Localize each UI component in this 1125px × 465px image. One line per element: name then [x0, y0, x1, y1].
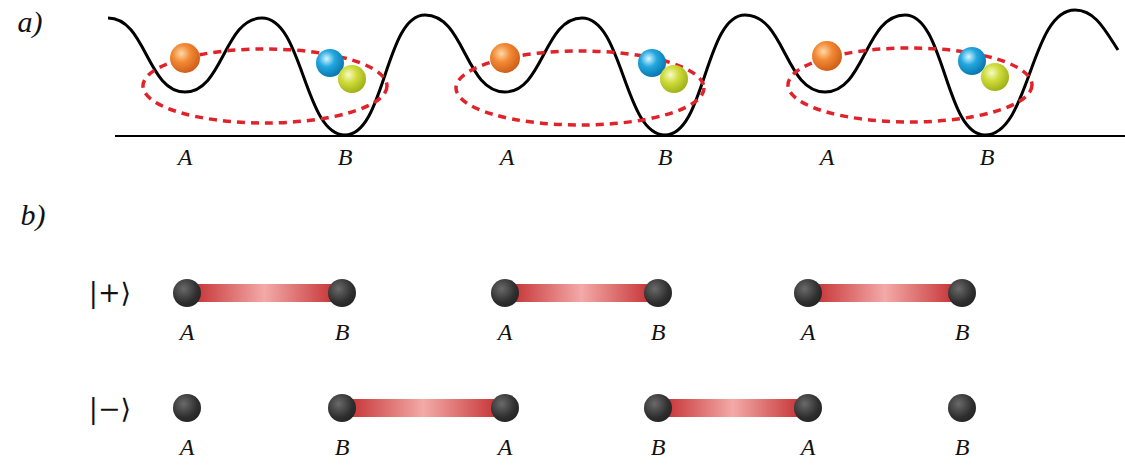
- site-label: A: [178, 144, 193, 171]
- lattice-site: A: [490, 279, 520, 344]
- site-label: B: [980, 144, 995, 171]
- site-label: B: [658, 144, 673, 171]
- state-label: |+⟩: [89, 277, 131, 308]
- site-dot: [794, 394, 822, 422]
- site-label: B: [327, 435, 357, 459]
- site-label: A: [793, 320, 823, 344]
- site-label: B: [947, 320, 977, 344]
- site-dot: [328, 394, 356, 422]
- dimer-bond: [516, 284, 647, 302]
- lattice-site: B: [327, 394, 357, 459]
- site-label: B: [947, 435, 977, 459]
- lattice-potential: [108, 10, 1118, 135]
- site-dot: [644, 394, 672, 422]
- lattice-site: B: [643, 279, 673, 344]
- lattice-site: A: [172, 279, 202, 344]
- site-label: A: [172, 435, 202, 459]
- lattice-site: B: [327, 279, 357, 344]
- site-dot: [644, 279, 672, 307]
- baseline: [115, 135, 1125, 137]
- site-label: A: [820, 144, 835, 171]
- lattice-site: A: [172, 394, 202, 459]
- dimer-bond: [819, 284, 951, 302]
- site-label: A: [172, 320, 202, 344]
- site-label: B: [643, 320, 673, 344]
- dimer-bond: [198, 284, 331, 302]
- lattice-site: A: [490, 394, 520, 459]
- dimer-bond: [353, 399, 494, 417]
- site-label: A: [793, 435, 823, 459]
- panel-letter: a): [18, 5, 43, 39]
- state-label: |−⟩: [89, 393, 131, 424]
- lattice-site: A: [793, 279, 823, 344]
- site-dot: [173, 279, 201, 307]
- lattice-site: A: [793, 394, 823, 459]
- site-dot: [328, 279, 356, 307]
- atoms: [170, 41, 1009, 93]
- site-label: A: [490, 435, 520, 459]
- site-dot: [948, 394, 976, 422]
- lattice-site: B: [947, 279, 977, 344]
- site-dot: [491, 279, 519, 307]
- lattice-site: B: [643, 394, 673, 459]
- site-label: B: [327, 320, 357, 344]
- dimer-bond: [669, 399, 797, 417]
- site-label: B: [338, 144, 353, 171]
- site-dot: [173, 394, 201, 422]
- site-label: B: [643, 435, 673, 459]
- site-dot: [948, 279, 976, 307]
- site-label: A: [490, 320, 520, 344]
- panel-letter: b): [21, 198, 46, 232]
- site-dot: [794, 279, 822, 307]
- dimer-ellipses: [143, 48, 1032, 125]
- site-label: A: [500, 144, 515, 171]
- site-dot: [491, 394, 519, 422]
- lattice-site: B: [947, 394, 977, 459]
